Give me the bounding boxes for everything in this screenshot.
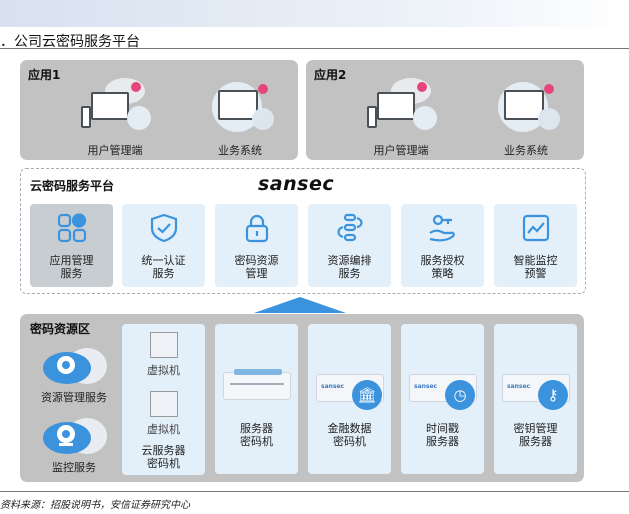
card-label: 智能监控: [513, 254, 558, 267]
card-label: 策略: [431, 267, 454, 280]
app-item-label: 用户管理端: [373, 144, 429, 157]
orchestration-icon: [337, 213, 363, 242]
card-label: 服务授权: [420, 254, 465, 267]
platform-title: 云密码服务平台: [30, 179, 115, 193]
card-label: 服务: [152, 267, 175, 280]
cloud-crypto-platform: 云密码服务平台: [20, 168, 586, 294]
service-label: 资源管理服务: [41, 391, 107, 404]
user-admin-item: 用户管理端: [356, 78, 446, 158]
card-label: 服务器: [426, 435, 459, 448]
card-label: 预警: [524, 267, 547, 280]
platform-card-orchestration: 资源编排服务: [308, 204, 391, 287]
user-admin-illustration: [361, 78, 441, 138]
service-label: 监控服务: [52, 461, 96, 474]
card-label: 服务器: [240, 422, 273, 435]
card-label: 服务: [338, 267, 361, 280]
vm-label: 虚拟机: [147, 423, 180, 436]
user-admin-illustration: [75, 78, 155, 138]
card-label: 云服务器: [141, 444, 186, 457]
card-label: 密码机: [240, 435, 273, 448]
title-divider: [0, 48, 629, 49]
business-system-illustration: [486, 78, 566, 138]
card-label: 统一认证: [141, 254, 186, 267]
user-admin-item: 用户管理端: [70, 78, 160, 158]
up-arrow-icon: [254, 297, 346, 313]
device-brand: sansec: [414, 383, 438, 390]
app-title: 应用2: [314, 68, 347, 82]
vm-label: 虚拟机: [147, 364, 180, 377]
card-label: 资源编排: [327, 254, 372, 267]
app-title: 应用1: [28, 68, 61, 82]
card-label: 密码资源: [234, 254, 279, 267]
app-box-2: 应用2 用户管理端 业务系统: [306, 60, 584, 160]
sansec-logo: sansec: [258, 173, 335, 195]
chart-monitor-icon: [522, 214, 550, 242]
app-item-label: 业务系统: [504, 144, 548, 157]
card-label: 金融数据: [327, 422, 372, 435]
device-brand: sansec: [321, 383, 345, 390]
cloud-server-crypto-card: 虚拟机 虚拟机 云服务器 密码机: [122, 324, 205, 475]
clock-icon: ◷: [445, 380, 475, 410]
card-label: 时间戳: [426, 422, 459, 435]
virtual-machine-icon: [149, 391, 178, 417]
business-system-illustration: [200, 78, 280, 138]
header-band: [0, 0, 629, 27]
platform-card-authorization: 服务授权策略: [401, 204, 484, 287]
card-label: 密码机: [147, 457, 180, 470]
card-label: 管理: [245, 267, 268, 280]
business-system-item: 业务系统: [195, 78, 285, 158]
bank-icon: 🏛: [352, 380, 382, 410]
server-device-icon: [223, 369, 291, 400]
card-label: 密钥管理: [513, 422, 558, 435]
business-system-item: 业务系统: [481, 78, 571, 158]
app-item-label: 用户管理端: [87, 144, 143, 157]
virtual-machine-icon: [149, 332, 178, 358]
source-divider: [0, 491, 629, 492]
app-box-1: 应用1 用户管理端 业务系统: [20, 60, 298, 160]
monitoring-service: 监控服务: [34, 410, 114, 475]
lock-icon: [245, 214, 269, 243]
hand-key-icon: [429, 214, 455, 242]
platform-card-monitoring: 智能监控预警: [494, 204, 577, 287]
resource-title: 密码资源区: [30, 322, 91, 336]
source-note: 资料来源：招股说明书，安信证券研究中心: [0, 500, 190, 511]
device-brand: sansec: [507, 383, 531, 390]
card-label: 密码机: [333, 435, 366, 448]
platform-card-crypto-resource-mgmt: 密码资源管理: [215, 204, 298, 287]
cloud-gear-icon: [43, 348, 107, 384]
card-label: 服务: [60, 267, 83, 280]
figure-title: ．公司云密码服务平台: [0, 34, 140, 50]
financial-crypto-card: sansec 🏛 金融数据密码机: [308, 324, 391, 474]
key-mgmt-server-card: sansec ⚷ 密钥管理服务器: [494, 324, 577, 474]
card-label: 服务器: [519, 435, 552, 448]
key-icon: ⚷: [538, 380, 568, 410]
platform-card-unified-auth: 统一认证服务: [122, 204, 205, 287]
server-crypto-card: 服务器密码机: [215, 324, 298, 474]
grid-icon: [57, 213, 87, 243]
app-item-label: 业务系统: [218, 144, 262, 157]
platform-card-app-management: 应用管理服务: [30, 204, 113, 287]
cloud-camera-icon: [43, 418, 107, 454]
resource-mgmt-service: 资源管理服务: [34, 340, 114, 405]
timestamp-server-card: sansec ◷ 时间戳服务器: [401, 324, 484, 474]
crypto-resource-zone: 密码资源区 资源管理服务 监控服务: [20, 314, 584, 482]
shield-check-icon: [150, 213, 178, 243]
card-label: 应用管理: [49, 254, 94, 267]
